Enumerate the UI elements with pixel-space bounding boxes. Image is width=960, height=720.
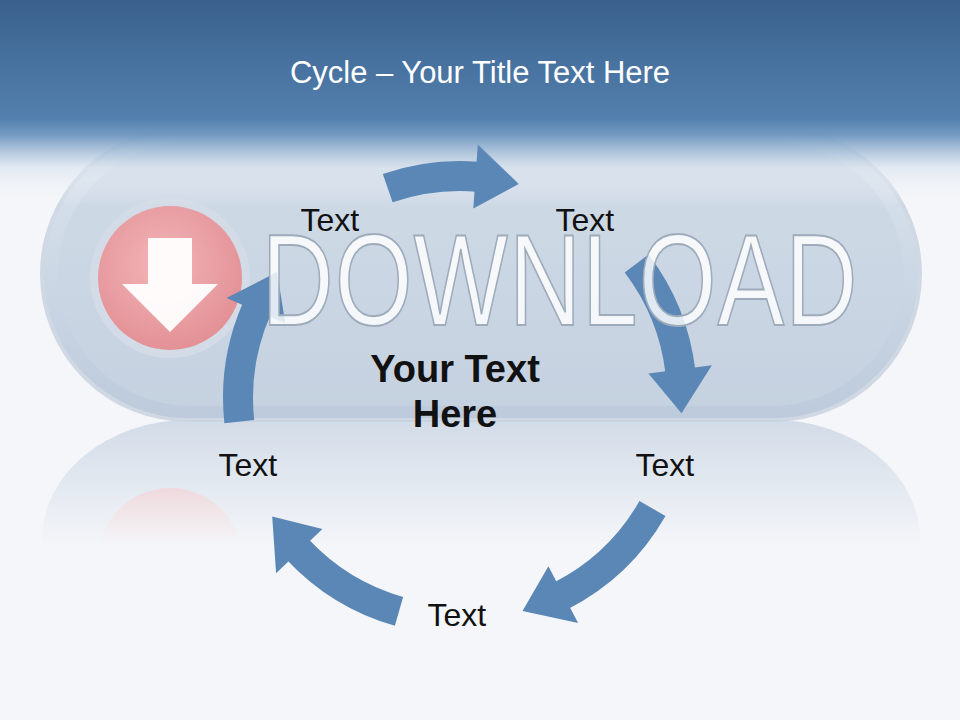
slide-title: Cycle – Your Title Text Here (0, 54, 960, 91)
arrow-body (561, 509, 652, 596)
step-text: Text (636, 446, 695, 484)
arrow-head (523, 566, 579, 623)
cycle-arrow (388, 145, 519, 209)
step-text: Text (219, 446, 278, 484)
cycle-arrow (272, 516, 399, 611)
arrow-head (272, 516, 322, 573)
arrow-head (648, 365, 712, 413)
center-text-box: Your Text Here (337, 347, 573, 438)
arrow-body (298, 550, 399, 612)
cycle-arrow (523, 509, 653, 623)
cycle-step: Text (630, 444, 701, 486)
cycle-step: Text (550, 199, 621, 241)
step-text: Text (428, 596, 487, 634)
cycle-step: Text (295, 199, 366, 241)
step-text: Text (301, 201, 360, 239)
pill-reflection (42, 420, 920, 660)
arrow-body (388, 176, 478, 188)
arrow-body (238, 309, 257, 422)
title-area: Cycle – Your Title Text Here (0, 54, 960, 91)
cycle-step: Text (422, 594, 493, 636)
cycle-step: Text (213, 444, 284, 486)
step-text: Text (556, 201, 615, 239)
arrow-head (473, 145, 519, 209)
center-text: Your Text Here (337, 347, 573, 438)
